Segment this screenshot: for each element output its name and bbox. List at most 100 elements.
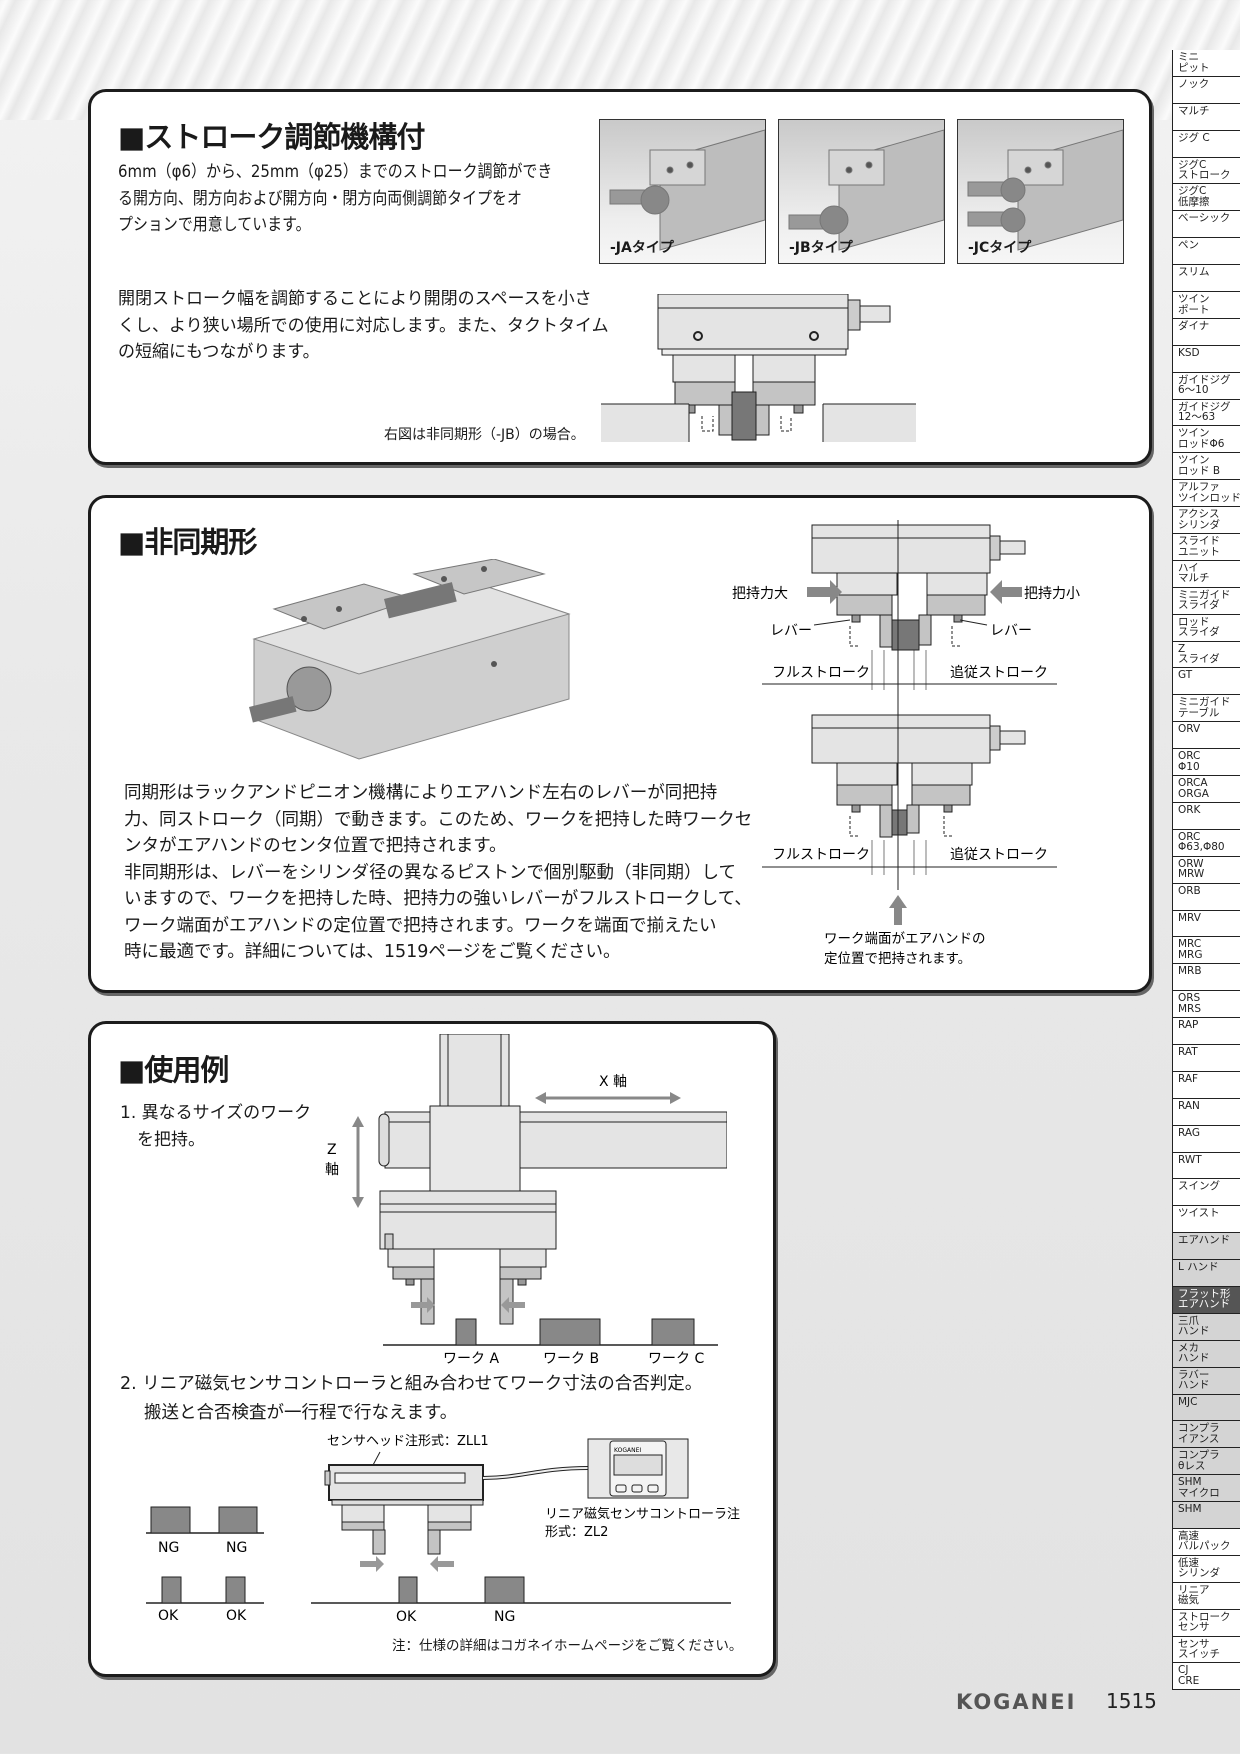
sidebar-tab[interactable]: ジグ C: [1173, 130, 1240, 158]
sidebar-tab[interactable]: 低速 シリンダ: [1173, 1555, 1240, 1583]
ng-label: NG: [494, 1609, 515, 1625]
x-axis-label: X 軸: [599, 1074, 627, 1090]
sidebar-tab[interactable]: ガイドジグ 6〜10: [1173, 372, 1240, 400]
sidebar-tab[interactable]: ノック: [1173, 76, 1240, 104]
sidebar-tab[interactable]: マルチ: [1173, 103, 1240, 131]
ng-label: NG: [226, 1540, 247, 1556]
work-c-block: [651, 1318, 695, 1346]
photo-label: -JBタイプ: [789, 240, 853, 256]
gripper-photo-icon: [788, 129, 944, 251]
sidebar-tab[interactable]: ツイン ポート: [1173, 292, 1240, 319]
sidebar-tab[interactable]: ツイスト: [1173, 1206, 1240, 1234]
sidebar-tab[interactable]: RAF: [1173, 1071, 1240, 1099]
sidebar-tab[interactable]: MRC MRG: [1173, 937, 1240, 965]
controller-label: リニア磁気センサコントローラ注: [545, 1506, 740, 1522]
sidebar-tab[interactable]: ORCA ORGA: [1173, 776, 1240, 803]
sidebar-tab[interactable]: ORC Φ10: [1173, 749, 1240, 777]
text-line: くし、より狭い場所での使用に対応します。また、タクトタイム: [118, 315, 609, 336]
sidebar-tab[interactable]: コンプラ イアンス: [1173, 1421, 1240, 1449]
arrow-left-icon: [990, 580, 1022, 604]
sidebar-tab[interactable]: ORB: [1173, 883, 1240, 911]
sidebar-tab[interactable]: RAT: [1173, 1044, 1240, 1072]
sidebar-tab[interactable]: ペン: [1173, 238, 1240, 266]
sidebar-tab[interactable]: 三爪 ハンド: [1173, 1313, 1240, 1341]
sidebar-tab[interactable]: ミニガイド テーブル: [1173, 695, 1240, 723]
sidebar-tab[interactable]: ミニガイド スライダ: [1173, 587, 1240, 615]
text-line: 同期形はラックアンドピニオン機構によりエアハンド左右のレバーが同把持: [124, 783, 718, 803]
controller-brand: KOGANEI: [614, 1447, 641, 1454]
sidebar-tab[interactable]: リニア 磁気: [1173, 1582, 1240, 1610]
gripper-top: 把持力大 把持力小 レバー レバー フルストローク 追従ストローク: [732, 524, 1080, 690]
sidebar-tab[interactable]: RAN: [1173, 1098, 1240, 1126]
sidebar-tab[interactable]: ストローク センサ: [1173, 1609, 1240, 1637]
text-line: 力、同ストローク（同期）で動きます。このため、ワークを把持した時ワークセ: [124, 809, 753, 830]
sidebar-tab[interactable]: ORS MRS: [1173, 991, 1240, 1019]
force-large-label: 把持力大: [732, 586, 788, 602]
gripper-photo-icon: [609, 129, 765, 251]
diagram-caption: 右図は非同期形（-JB）の場合。: [384, 427, 585, 443]
sidebar-tab[interactable]: 高速 バルパック: [1173, 1528, 1240, 1556]
sidebar-tab[interactable]: ORK: [1173, 802, 1240, 830]
sidebar-tab[interactable]: ミニ ピット: [1173, 50, 1240, 77]
sidebar-tab[interactable]: ガイドジグ 12〜63: [1173, 399, 1240, 427]
sidebar-tab[interactable]: メカ ハンド: [1173, 1340, 1240, 1368]
ok-label: OK: [158, 1608, 179, 1624]
sidebar-tab[interactable]: ジグC 低摩擦: [1173, 184, 1240, 212]
section-title-stroke-adjust: ■ストローク調節機構付: [118, 120, 425, 154]
sidebar-tab[interactable]: CJ CRE: [1173, 1663, 1240, 1691]
arrow-left-icon: [430, 1556, 454, 1572]
arrow-up-icon: [889, 895, 907, 925]
usage-note: 注：仕様の詳細はコガネイホームページをご覧ください。: [392, 1638, 743, 1654]
photo-jb-type: -JBタイプ: [778, 119, 945, 264]
sidebar-tab[interactable]: スライド ユニット: [1173, 534, 1240, 561]
sidebar-tab[interactable]: MJC: [1173, 1394, 1240, 1422]
sensor-head-label: センサヘッド注形式：ZLL1: [327, 1434, 489, 1449]
text-line: 1. 異なるサイズのワーク: [120, 1103, 312, 1123]
sidebar-tab[interactable]: フラット形 エアハンド: [1173, 1286, 1240, 1314]
sidebar-tab[interactable]: MRV: [1173, 910, 1240, 938]
sidebar-tab[interactable]: ツイン ロッド B: [1173, 453, 1240, 481]
sidebar-tab[interactable]: アクシス シリンダ: [1173, 507, 1240, 535]
sidebar-tab[interactable]: RAG: [1173, 1125, 1240, 1153]
sidebar-tab[interactable]: ORC Φ63,Φ80: [1173, 829, 1240, 857]
text-line: 開閉ストローク幅を調節することにより開閉のスペースを小さ: [118, 289, 592, 309]
ok-label: OK: [396, 1609, 417, 1625]
sidebar-tab[interactable]: ORV: [1173, 722, 1240, 750]
sidebar-tab[interactable]: ジグC ストローク: [1173, 157, 1240, 185]
sidebar-tab[interactable]: ベーシック: [1173, 211, 1240, 239]
sidebar-tab[interactable]: RWT: [1173, 1152, 1240, 1180]
sidebar-tab[interactable]: SHM: [1173, 1502, 1240, 1529]
sidebar-tab[interactable]: ラバー ハンド: [1173, 1367, 1240, 1395]
arrow-right-icon: [411, 1297, 435, 1313]
sidebar-tab[interactable]: SHM マイクロ: [1173, 1475, 1240, 1503]
ng-label: NG: [158, 1540, 179, 1556]
work-a-block: [455, 1318, 477, 1346]
sidebar-tab[interactable]: スリム: [1173, 265, 1240, 293]
sidebar-tab[interactable]: エアハンド: [1173, 1233, 1240, 1261]
force-small-label: 把持力小: [1024, 586, 1080, 602]
usage-diagram-sensor: センサヘッド注形式：ZLL1 KOGANEI リニア磁気センサコントローラ注 形…: [146, 1434, 740, 1625]
sidebar-tab[interactable]: ロッド スライダ: [1173, 614, 1240, 642]
sidebar-tab[interactable]: センサ スイッチ: [1173, 1636, 1240, 1664]
sidebar-tab[interactable]: ORW MRW: [1173, 856, 1240, 884]
note-label: 定位置で把持されます。: [824, 951, 971, 967]
sidebar-tab[interactable]: L ハンド: [1173, 1260, 1240, 1287]
controller-model: 形式：ZL2: [545, 1525, 608, 1540]
sidebar-tab[interactable]: スイング: [1173, 1179, 1240, 1207]
usage-diagram-axes: X 軸 Z 軸 ワーク A ワーク B ワーク C: [325, 1034, 727, 1367]
sidebar-tab[interactable]: ツイン ロッドΦ6: [1173, 426, 1240, 454]
sidebar-tab[interactable]: アルファ ツインロッド: [1173, 480, 1240, 508]
sidebar-tab[interactable]: KSD: [1173, 345, 1240, 373]
text-line: ンタがエアハンドのセンタ位置で把持されます。: [124, 836, 507, 856]
koganei-logo: KOGANEI: [956, 1690, 1077, 1714]
sidebar-tab[interactable]: MRB: [1173, 964, 1240, 992]
photo-ja-type: -JAタイプ: [599, 119, 766, 264]
sidebar-tab[interactable]: コンプラ θレス: [1173, 1448, 1240, 1476]
sidebar-tab[interactable]: ダイナ: [1173, 318, 1240, 346]
sidebar-tab[interactable]: RAP: [1173, 1018, 1240, 1045]
photo-jc-type: -JCタイプ: [957, 119, 1124, 264]
sidebar-tab[interactable]: ハイ マルチ: [1173, 560, 1240, 588]
sidebar-tab[interactable]: GT: [1173, 668, 1240, 696]
photo-label: -JCタイプ: [968, 240, 1032, 256]
sidebar-tab[interactable]: Z スライダ: [1173, 641, 1240, 669]
